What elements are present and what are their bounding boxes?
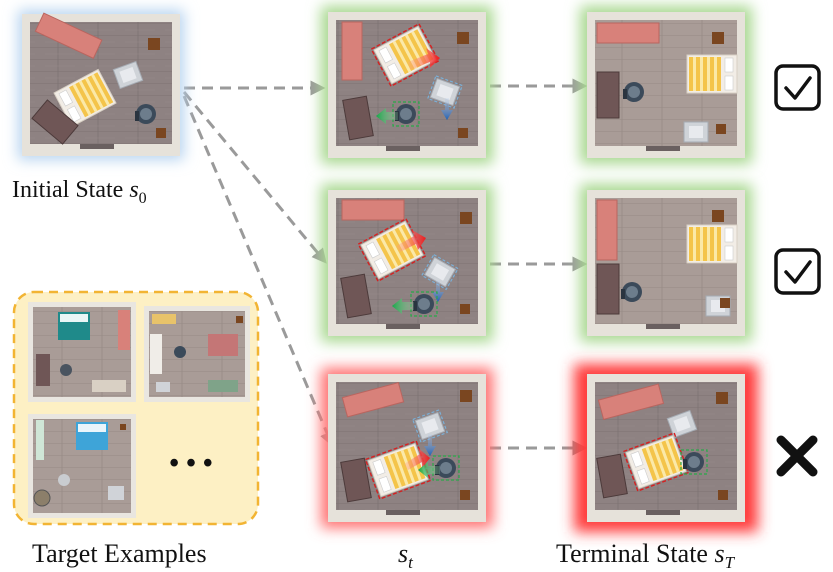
target-examples-panel: • • • [12, 290, 260, 526]
success-check-icon-2 [774, 248, 821, 295]
initial-state-room [18, 10, 184, 160]
step-room-2 [321, 184, 493, 342]
intermediate-state-label: st [398, 539, 414, 572]
terminal-room-1 [580, 6, 752, 164]
terminal-room-2 [580, 184, 752, 342]
terminal-room-3 [574, 364, 758, 532]
success-check-icon-1 [774, 64, 821, 111]
flow-arrows [182, 78, 588, 456]
target-example-1 [28, 302, 136, 402]
arrow-initial-to-step-3 [182, 95, 334, 447]
target-example-2 [144, 306, 250, 402]
terminal-state-label: Terminal State sT [556, 539, 736, 572]
step-room-3 [321, 368, 493, 528]
target-examples-label: Target Examples [32, 539, 207, 568]
failure-cross-icon [776, 435, 818, 477]
more-examples-ellipsis: • • • [169, 448, 212, 479]
arrow-initial-to-step-2 [182, 91, 327, 264]
step-room-1 [321, 6, 493, 164]
initial-state-label: Initial State s0 [12, 177, 147, 207]
target-example-3 [28, 414, 136, 518]
